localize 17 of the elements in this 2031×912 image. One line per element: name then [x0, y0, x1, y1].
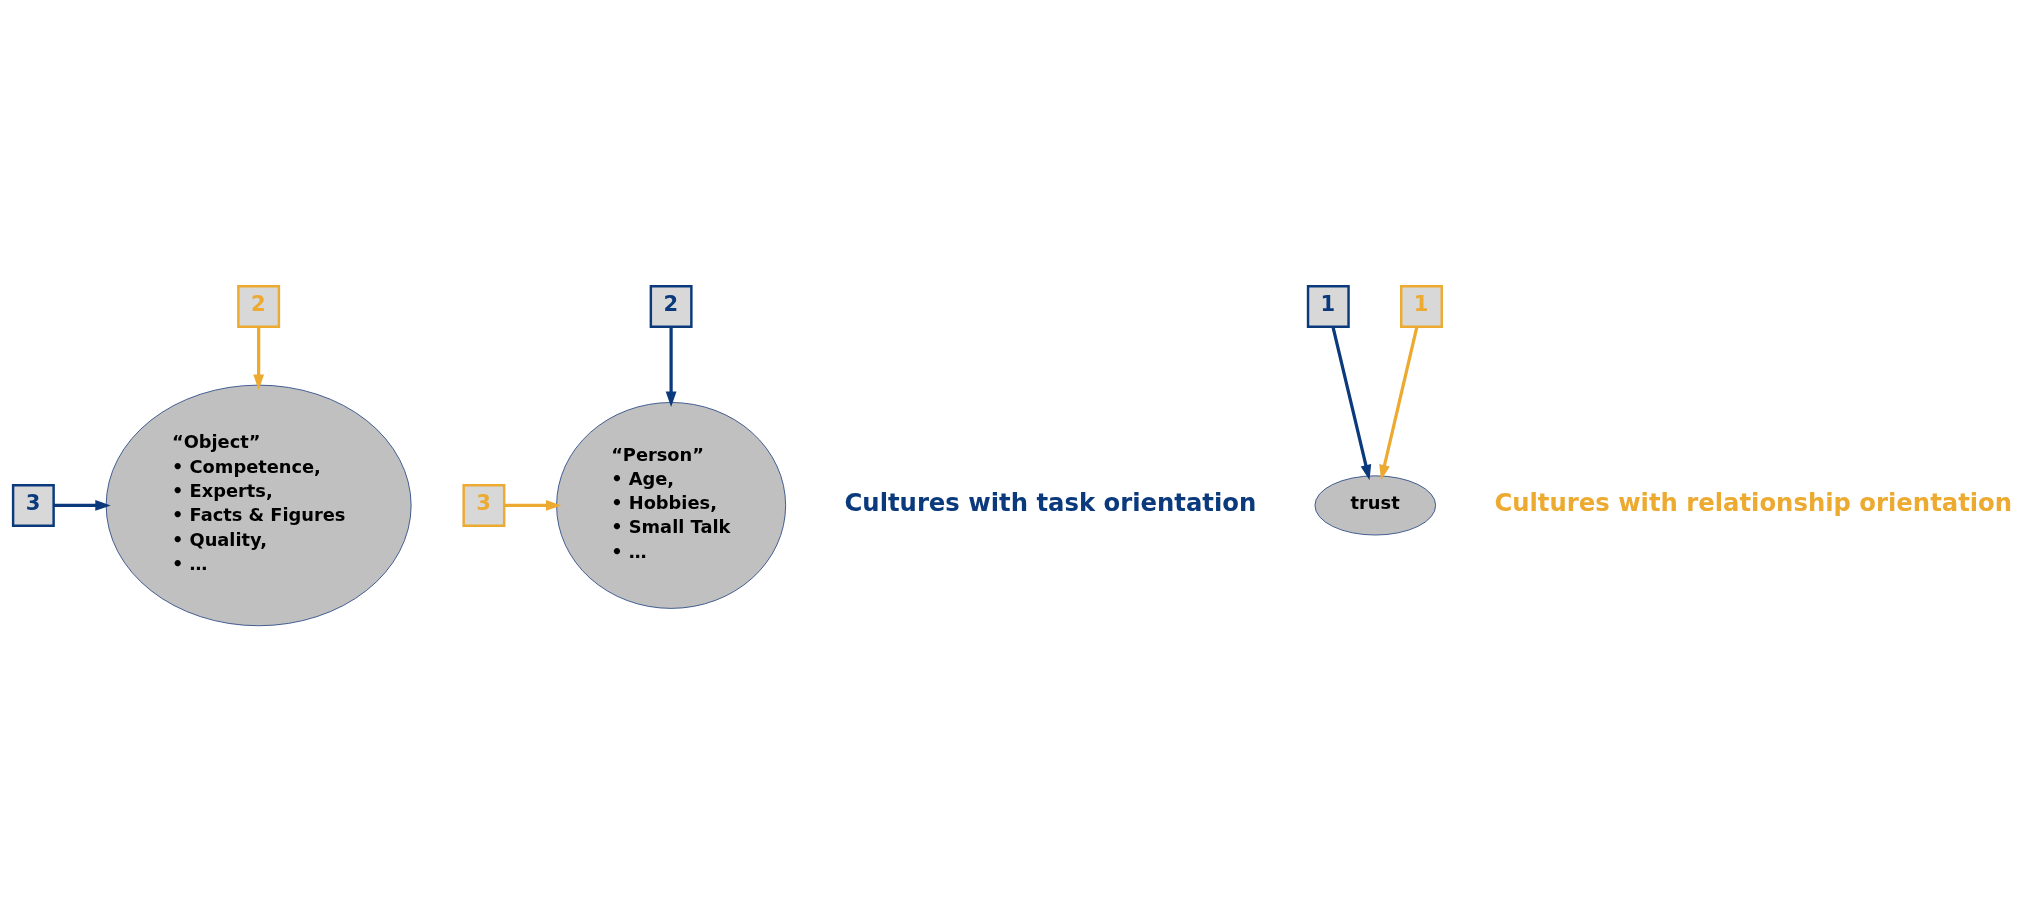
label: Cultures with task orientation: [844, 487, 1257, 517]
arrow: [1331, 326, 1372, 481]
arrow: [253, 326, 265, 390]
arrow: [53, 500, 111, 511]
node-ellipse: “Object” • Competence, • Experts, • Facts & Figures • Quality, • …: [105, 384, 412, 627]
node-box: 1: [1306, 285, 1350, 328]
node-box: 3: [462, 483, 506, 527]
node-box: 2: [649, 285, 693, 328]
arrow: [665, 326, 677, 407]
node-box: 3: [11, 483, 55, 527]
arrow: [1379, 326, 1419, 481]
node-box: 2: [237, 285, 281, 328]
node-box: 1: [1400, 285, 1443, 328]
node-ellipse: trust: [1314, 475, 1437, 536]
node-ellipse: “Person” • Age, • Hobbies, • Small Talk • …: [556, 402, 787, 609]
label: Cultures with relationship orientation: [1494, 487, 2013, 517]
arrow: [504, 500, 562, 511]
